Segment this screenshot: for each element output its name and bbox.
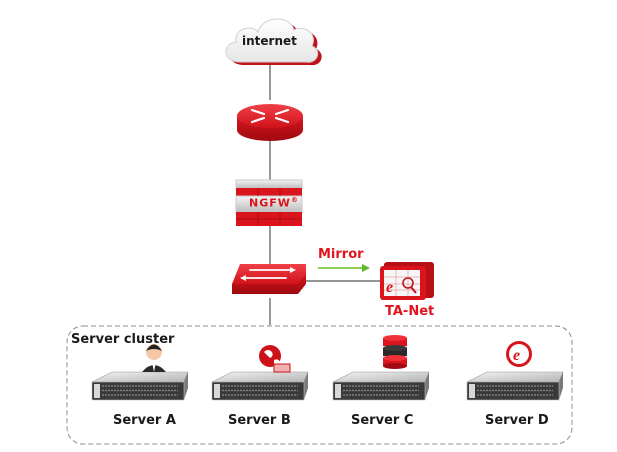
browser-e-icon: e: [506, 341, 532, 367]
ngfw-label: NGFW®: [249, 196, 299, 210]
database-icon: [383, 335, 407, 369]
server-a-icon: [91, 371, 189, 401]
server-c-label: Server C: [351, 413, 414, 428]
server-b-label: Server B: [228, 413, 291, 428]
cluster-label: Server cluster: [71, 332, 175, 347]
server-b-icon: [211, 371, 309, 401]
ta-net-label: TA-Net: [385, 304, 435, 319]
trademark: ®: [290, 196, 299, 204]
router-icon: [237, 104, 303, 141]
user-icon: [142, 344, 166, 372]
traffic-analyzer-icon: e: [380, 262, 434, 300]
server-cluster-boundary: [66, 325, 573, 445]
server-c-icon: [332, 371, 430, 401]
server-d-label: Server D: [485, 413, 549, 428]
server-d-icon: [466, 371, 564, 401]
mirror-arrow: [318, 264, 370, 272]
mirror-label: Mirror: [318, 247, 364, 262]
switch-icon: [232, 264, 306, 294]
globe-film-icon: [259, 345, 291, 373]
cloud-icon: [225, 18, 322, 66]
svg-text:e: e: [386, 279, 393, 296]
ngfw-text: NGFW: [249, 196, 291, 210]
svg-text:e: e: [513, 347, 520, 364]
server-a-label: Server A: [113, 413, 176, 428]
internet-label: internet: [242, 34, 297, 48]
firewall-icon: [235, 179, 303, 226]
